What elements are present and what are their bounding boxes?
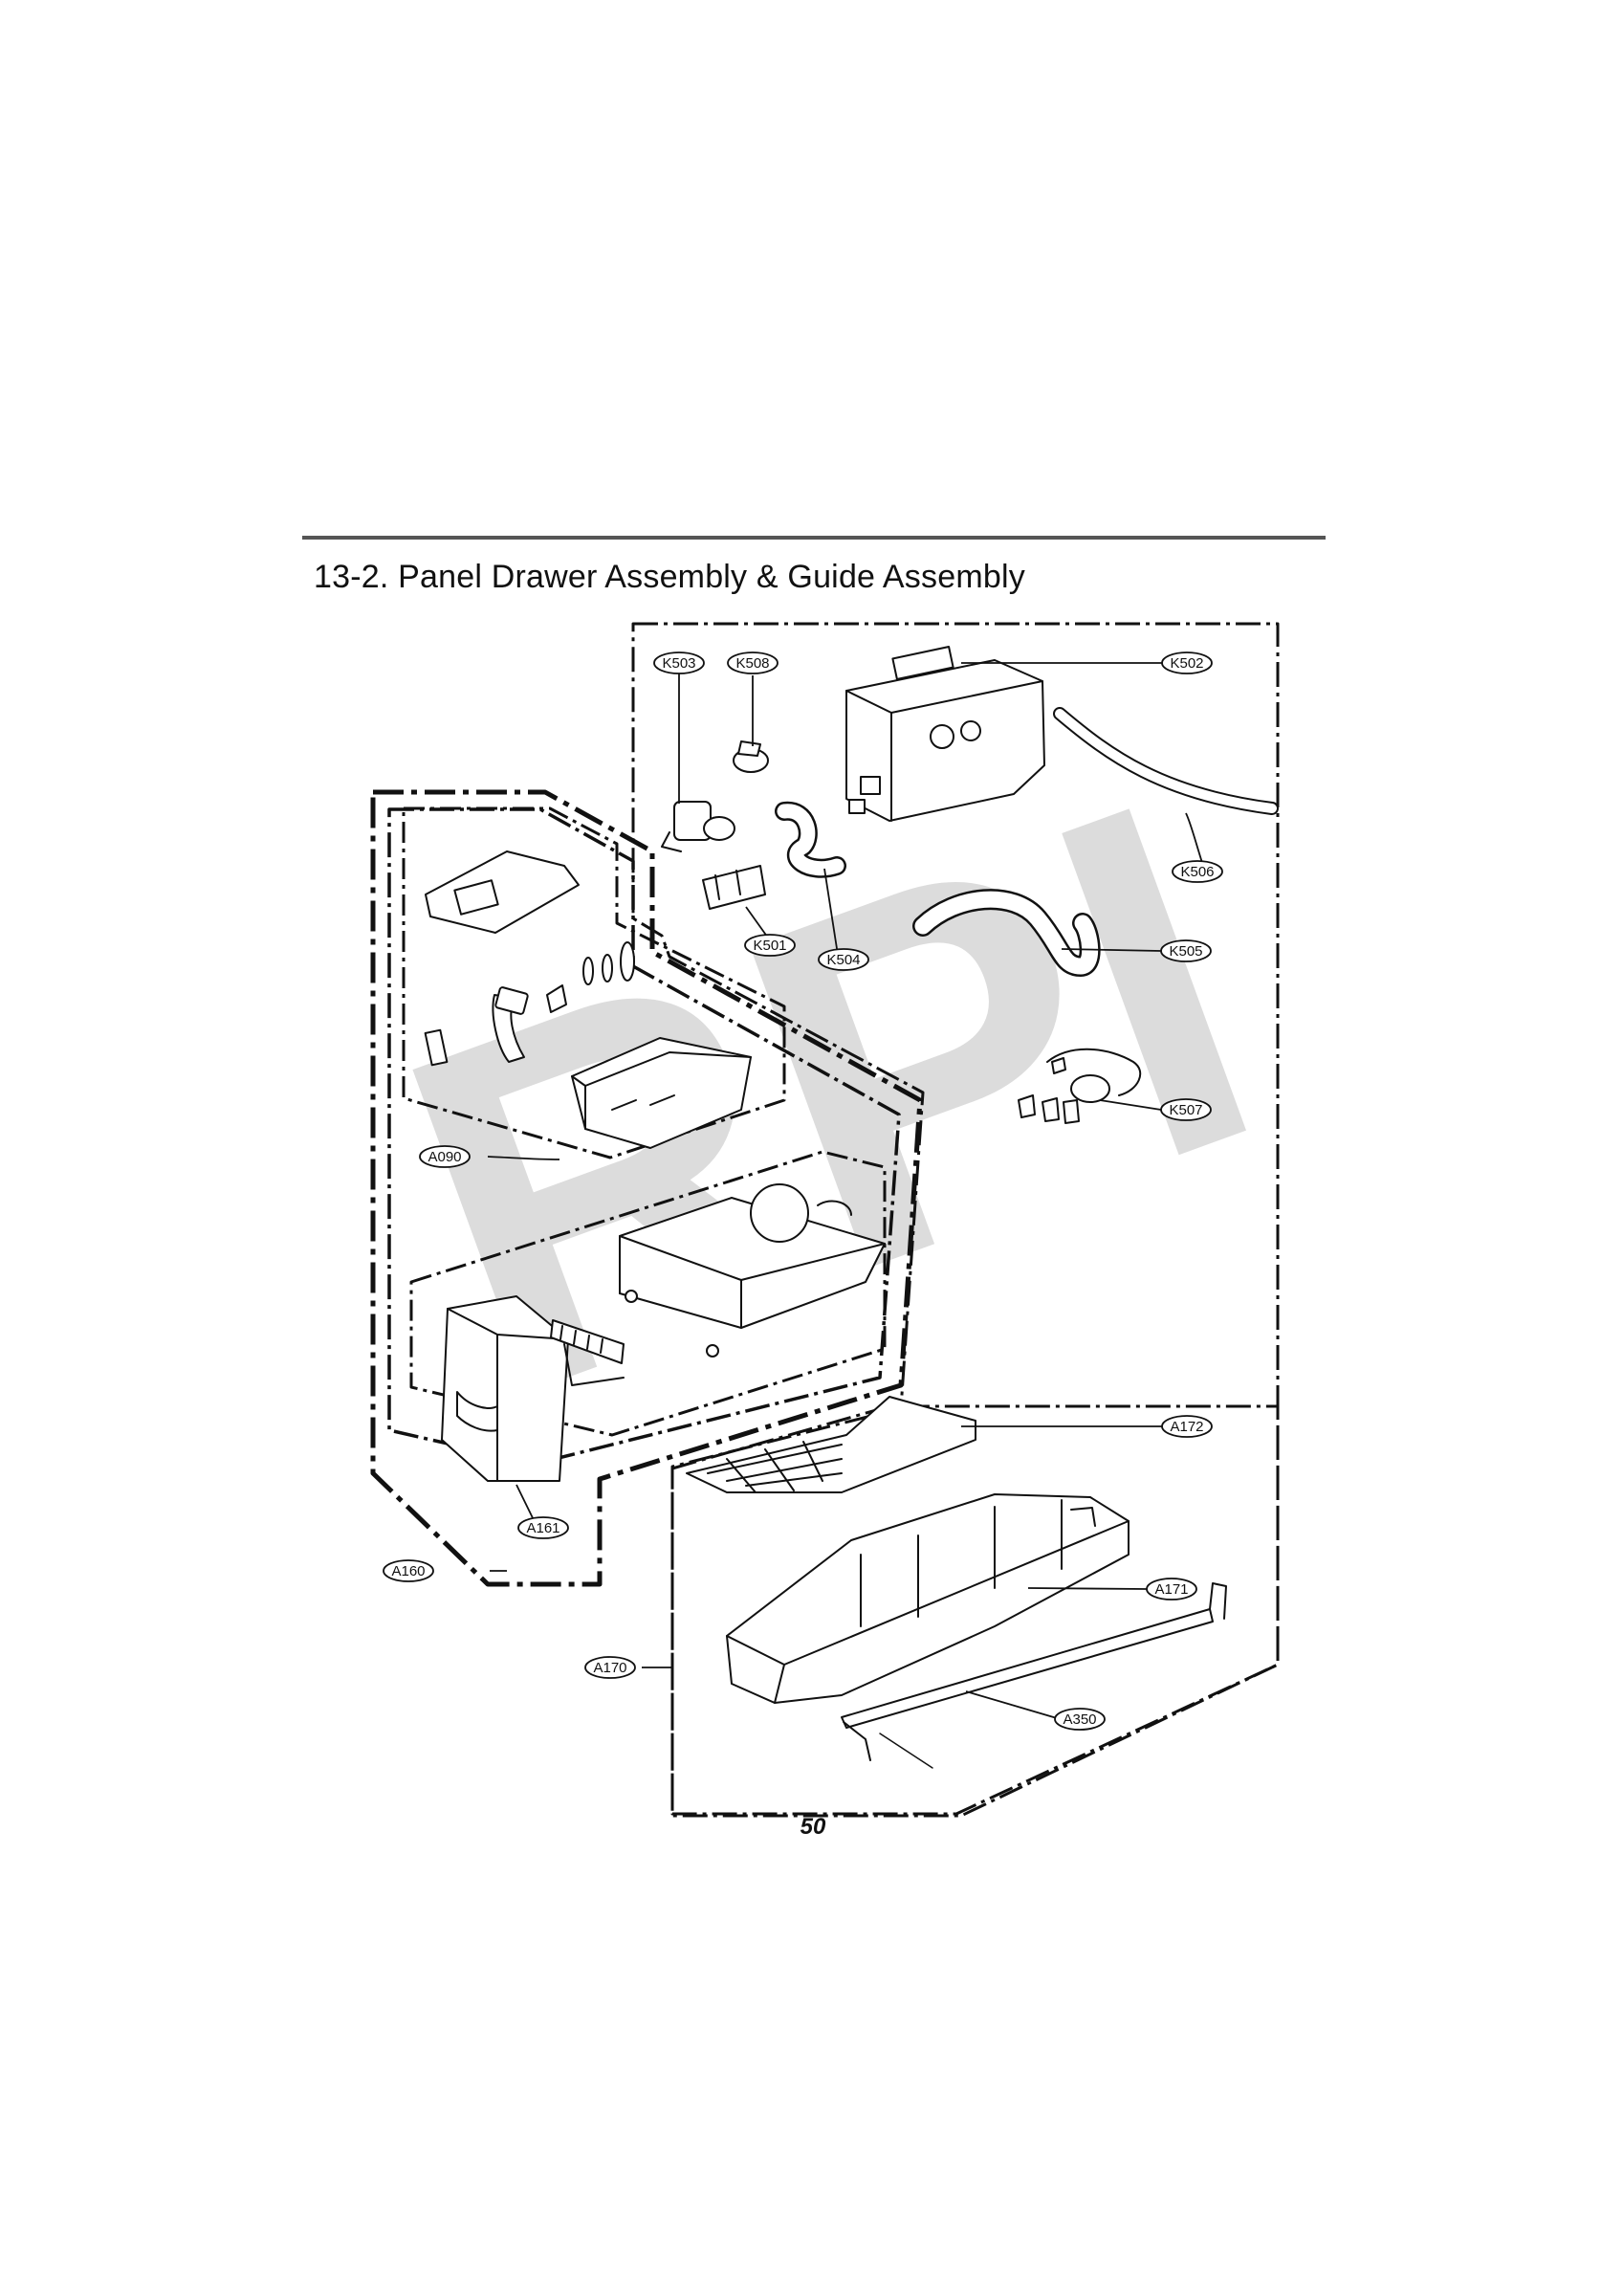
detergent-tray-part	[571, 1037, 752, 1149]
a160-assembly-boundary	[370, 789, 923, 1587]
drawer-front-panel-part	[441, 1295, 569, 1482]
svg-text:A170: A170	[593, 1660, 626, 1676]
drawer-body-part	[619, 1183, 886, 1358]
valve-bracket-part	[702, 865, 766, 910]
header-rule	[302, 536, 1326, 540]
drawer-body-boundary	[409, 1150, 887, 1437]
svg-text:K501: K501	[753, 938, 786, 954]
page-number: 50	[800, 1814, 826, 1840]
callout-k504: K504	[818, 948, 869, 971]
callout-a350: A350	[1054, 1708, 1106, 1731]
callout-a172: A172	[1161, 1415, 1213, 1438]
svg-text:K503: K503	[662, 655, 695, 672]
svg-text:K507: K507	[1169, 1102, 1202, 1118]
lever-rod-part	[841, 1582, 1227, 1769]
a161-assembly-boundary	[387, 807, 901, 1466]
hose-clamp-part	[733, 740, 769, 773]
svg-text:K508: K508	[735, 655, 769, 672]
callout-a171: A171	[1146, 1578, 1197, 1601]
callout-k505: K505	[1160, 939, 1212, 962]
guide-housing-part	[726, 1493, 1130, 1704]
callout-a161: A161	[517, 1516, 569, 1539]
callout-a170: A170	[584, 1656, 636, 1679]
siphon-parts	[424, 941, 635, 1067]
valve-group-boundary	[631, 622, 1280, 1818]
svg-text:A090: A090	[428, 1149, 461, 1165]
detergent-housing-part	[845, 646, 1045, 822]
section-title: 13-2. Panel Drawer Assembly & Guide Asse…	[314, 559, 1025, 595]
svg-text:A161: A161	[526, 1520, 559, 1536]
svg-text:A172: A172	[1170, 1419, 1203, 1435]
svg-text:K502: K502	[1170, 655, 1203, 672]
svg-text:K505: K505	[1169, 943, 1202, 960]
grid-rail-part	[686, 1396, 976, 1493]
a090-assembly-boundary	[402, 806, 786, 1159]
a170-guide-boundary	[670, 1404, 1280, 1816]
drawer-insert-part	[550, 1319, 625, 1386]
callout-k503: K503	[653, 651, 705, 674]
svg-text:A350: A350	[1063, 1711, 1096, 1728]
svg-text:A171: A171	[1154, 1581, 1188, 1598]
callout-a090: A090	[419, 1145, 471, 1168]
callout-k508: K508	[727, 651, 779, 674]
callout-a160: A160	[383, 1559, 434, 1582]
leader-lines	[487, 662, 1204, 1719]
wire-harness-part	[1018, 1048, 1142, 1124]
callout-k501: K501	[744, 934, 796, 957]
water-valve-part	[661, 801, 735, 852]
svg-text:K506: K506	[1180, 864, 1214, 880]
callout-k502: K502	[1161, 651, 1213, 674]
svg-text:K504: K504	[826, 952, 860, 968]
svg-text:A160: A160	[391, 1563, 425, 1579]
callout-k507: K507	[1160, 1098, 1212, 1121]
drawer-cap-part	[425, 850, 580, 934]
callout-k506: K506	[1172, 860, 1223, 883]
